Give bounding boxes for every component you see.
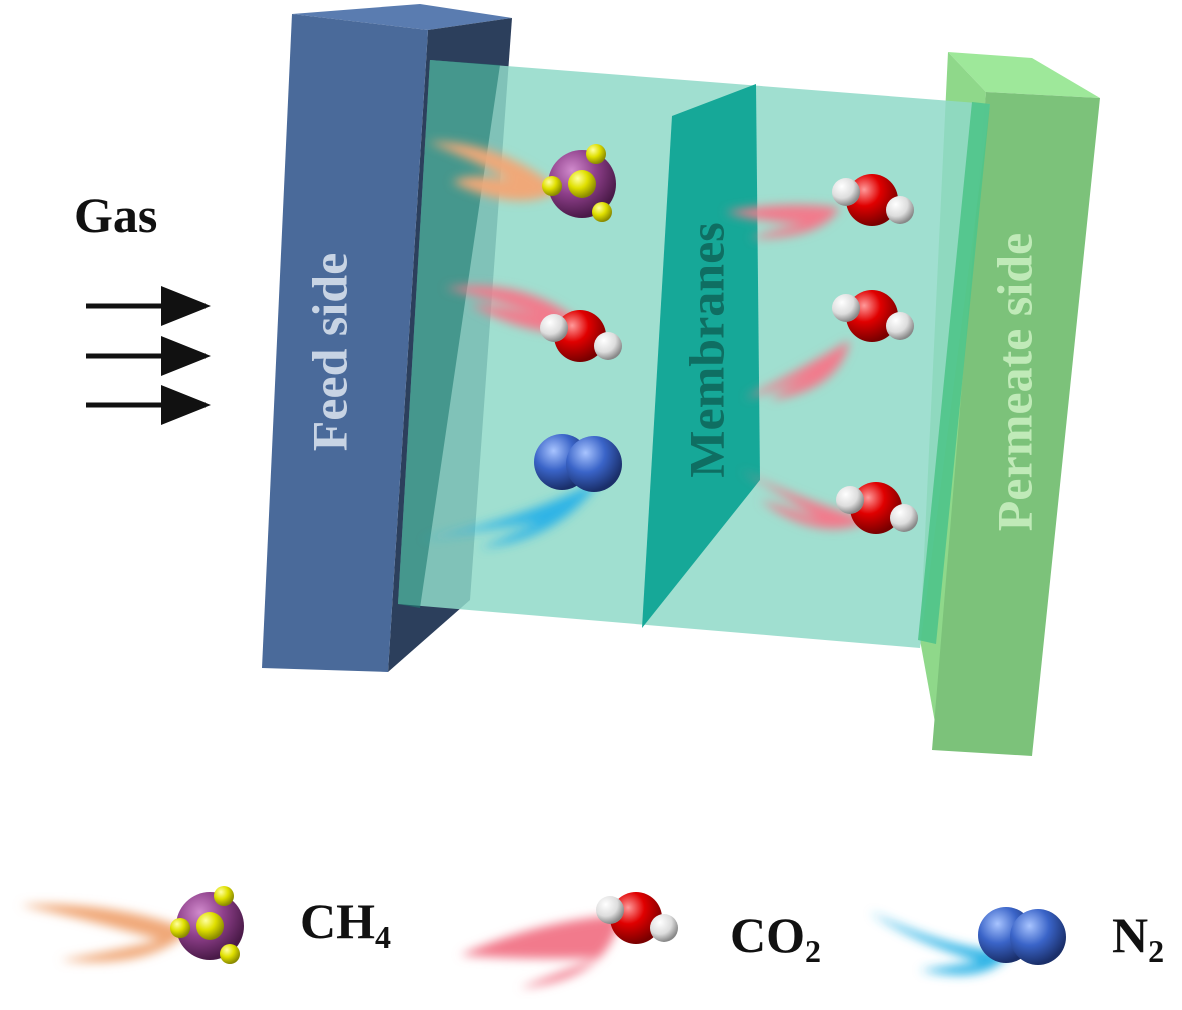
feed-inner-wall xyxy=(398,60,500,608)
legend-ch4-icon xyxy=(170,886,244,964)
membranes-label: Membranes xyxy=(678,222,734,478)
legend-n2-icon xyxy=(978,907,1066,965)
permeate-inner-wall xyxy=(918,102,990,644)
n2-molecule xyxy=(534,434,622,492)
legend xyxy=(20,886,1066,988)
permeate-side-label: Permeate side xyxy=(986,233,1042,531)
gas-label: Gas xyxy=(74,187,158,243)
feed-side-label: Feed side xyxy=(301,253,357,452)
legend-co2-label: CO2 xyxy=(730,907,821,969)
membrane-panel xyxy=(642,84,760,628)
gas-arrows xyxy=(86,286,211,425)
legend-ch4-label: CH4 xyxy=(300,893,391,955)
legend-n2-label: N2 xyxy=(1112,907,1165,969)
